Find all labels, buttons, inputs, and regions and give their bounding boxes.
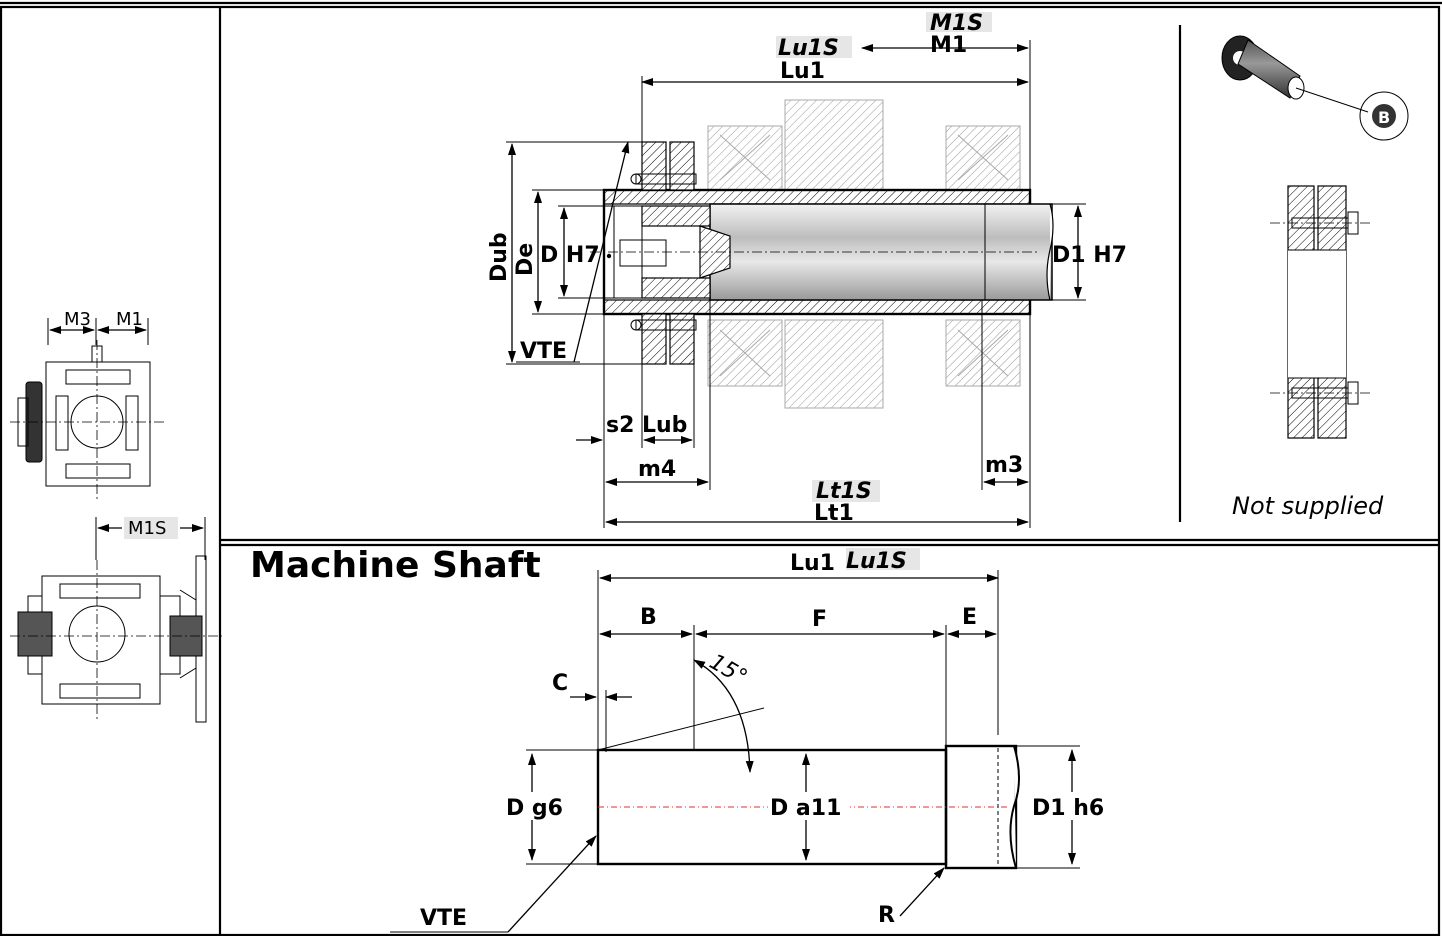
label-ms-f: F — [812, 607, 827, 632]
not-supplied-note: Not supplied — [1232, 492, 1384, 520]
label-ms-lu1: Lu1 — [790, 551, 835, 576]
label-s2: s2 — [606, 413, 634, 438]
label-d1-h7: D1 H7 — [1052, 243, 1127, 268]
label-ms-b: B — [640, 605, 657, 630]
label-ms-vte: VTE — [420, 906, 467, 931]
accessory-view: B Not supplied — [1221, 35, 1409, 520]
side-view-top: M3 M1 — [10, 309, 165, 500]
label-m3-side: M3 — [64, 309, 91, 330]
label-lub: Lub — [642, 413, 687, 438]
label-m1: M1 — [930, 33, 967, 58]
label-ms-c: C — [552, 671, 568, 696]
label-m1-side: M1 — [116, 309, 143, 330]
label-ms-dg6: D g6 — [506, 796, 563, 821]
label-ms-d1h6: D1 h6 — [1032, 796, 1104, 821]
label-ms-angle: 15° — [705, 650, 751, 691]
label-ms-da11: D a11 — [770, 796, 841, 821]
label-m3: m3 — [985, 453, 1023, 478]
label-lt1s: Lt1S — [816, 479, 872, 504]
label-ms-e: E — [962, 605, 977, 630]
label-ms-lu1s: Lu1S — [846, 549, 907, 574]
label-ms-r: R — [878, 903, 895, 928]
label-vte-top: VTE — [520, 339, 567, 364]
label-m4: m4 — [638, 457, 676, 482]
accessory-badge-ring — [1359, 91, 1409, 141]
machine-shaft-view: Machine Shaft Lu1 Lu1S B F E C 15° — [250, 545, 1114, 933]
label-de: De — [513, 243, 538, 276]
label-d-h7: D H7 — [540, 243, 600, 268]
label-lu1s: Lu1S — [778, 36, 839, 61]
label-m1s-side: M1S — [128, 518, 166, 539]
side-view-bottom: M1S — [10, 517, 222, 723]
label-lu1: Lu1 — [780, 59, 825, 84]
label-dub: Dub — [487, 232, 512, 282]
label-m1s: M1S — [930, 11, 983, 36]
machine-shaft-title: Machine Shaft — [250, 545, 541, 586]
mounting-section: M1S M1 Lu1S Lu1 Dub De D H7 D1 H7 VTE — [487, 11, 1127, 528]
accessory-badge-letter: B — [1378, 108, 1390, 127]
